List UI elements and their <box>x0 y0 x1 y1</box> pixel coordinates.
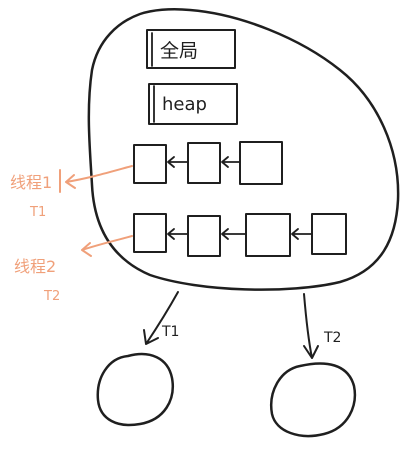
child-right-blob <box>269 362 357 438</box>
stack2-link-arrow <box>167 228 189 240</box>
stack2-frame <box>311 213 347 255</box>
thread-2-annotation: 线程2 T2 <box>14 235 133 304</box>
global-box <box>146 29 236 69</box>
stack2-frame <box>245 213 291 257</box>
child-right-arrow <box>303 293 319 359</box>
global-label: 全局 <box>160 40 198 62</box>
stack2-frame <box>187 215 221 257</box>
stack2-link-arrow <box>221 228 247 240</box>
child-left-blob <box>96 352 174 427</box>
stack-thread-1 <box>133 141 283 185</box>
child-left-arrow-label: T1 <box>161 324 179 340</box>
child-right-arrow-label: T2 <box>323 330 341 346</box>
stack2-frame <box>133 213 167 253</box>
child-process-right: T2 <box>269 293 357 438</box>
thread-2-short-label: T2 <box>43 289 60 304</box>
stack1-link-arrow <box>221 156 241 168</box>
stack-thread-2 <box>133 213 347 257</box>
stack2-link-arrow <box>291 228 313 240</box>
stack1-frame <box>133 144 167 184</box>
child-left-arrow <box>143 291 179 345</box>
thread-1-pointer-arrow <box>65 165 133 189</box>
stack1-link-arrow <box>167 156 189 168</box>
heap-label: heap <box>162 94 207 115</box>
thread-1-label: 线程1 <box>10 173 52 192</box>
thread-2-label: 线程2 <box>14 257 56 276</box>
thread-1-annotation: 线程1 T1 <box>10 165 133 220</box>
thread-2-pointer-arrow <box>81 235 133 257</box>
heap-box <box>148 83 238 125</box>
stack1-frame <box>239 141 283 185</box>
stack1-frame <box>187 142 221 184</box>
child-process-left: T1 <box>96 291 179 427</box>
process-outline <box>87 7 400 291</box>
thread-1-short-label: T1 <box>29 205 46 220</box>
